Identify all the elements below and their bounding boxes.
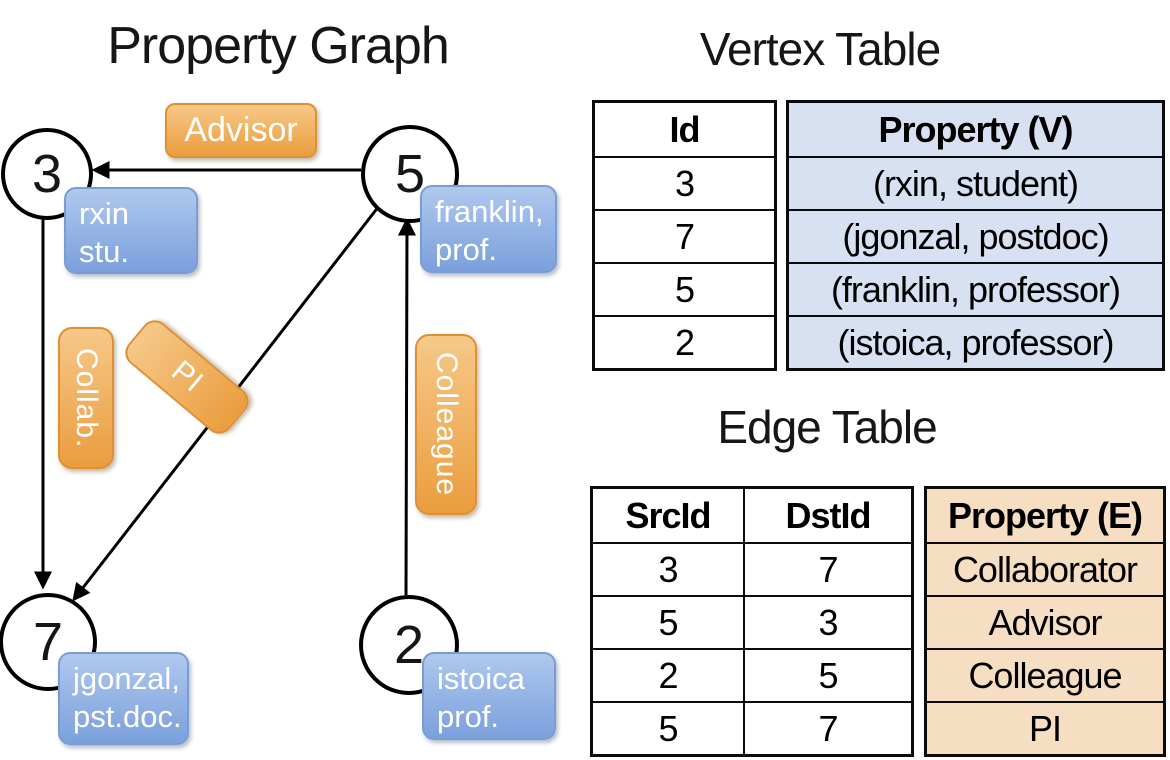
property-box-rxin: rxin stu.	[64, 187, 198, 274]
franklin-line1: franklin,	[435, 194, 544, 229]
table-cell: 3	[593, 542, 743, 595]
edge-table: SrcId DstId 3 7 5 3 2 5 5 7 Property (E)…	[590, 486, 1166, 757]
pi-label-text: PI	[165, 354, 210, 400]
edge-label-advisor: Advisor	[165, 103, 317, 158]
istoica-line1: istoica	[437, 661, 525, 696]
vertex-property-column: Property (V) (rxin, student) (jgonzal, p…	[786, 100, 1165, 371]
istoica-line2: prof.	[437, 699, 500, 734]
franklin-line2: prof.	[435, 232, 498, 267]
rxin-line2: stu.	[79, 234, 129, 269]
vertex-id-column: Id 3 7 5 2	[592, 100, 777, 371]
collab-label-text: Collab.	[70, 347, 103, 449]
node-2-label: 2	[393, 615, 425, 675]
property-box-franklin: franklin, prof.	[420, 185, 557, 273]
table-cell: (jgonzal, postdoc)	[789, 209, 1162, 262]
rxin-line1: rxin	[79, 196, 129, 231]
advisor-label-text: Advisor	[184, 111, 298, 149]
table-cell: 3	[743, 595, 911, 648]
node-3-label: 3	[31, 144, 63, 204]
edge-property-column: Property (E) Collaborator Advisor Collea…	[924, 486, 1166, 757]
table-cell: 5	[593, 595, 743, 648]
table-cell: (istoica, professor)	[789, 315, 1162, 368]
vertex-property-header: Property (V)	[789, 103, 1162, 156]
vertex-table-title: Vertex Table	[699, 23, 941, 75]
edge-dst-header: DstId	[743, 489, 911, 542]
table-cell: 7	[595, 209, 774, 262]
table-cell: 7	[743, 701, 911, 754]
edge-colleague-2-to-5	[397, 217, 416, 596]
jgonzal-line1: jgonzal,	[73, 661, 180, 696]
edge-label-colleague: Colleague	[415, 334, 477, 515]
table-cell: Colleague	[927, 648, 1163, 701]
table-cell: Collaborator	[927, 542, 1163, 595]
table-cell: Advisor	[927, 595, 1163, 648]
property-graph-title: Property Graph	[107, 17, 450, 75]
node-circle-5: 5	[361, 125, 459, 223]
edge-srcdst-columns: SrcId DstId 3 7 5 3 2 5 5 7	[590, 486, 914, 757]
node-circle-2: 2	[359, 595, 459, 695]
table-cell: PI	[927, 701, 1163, 754]
edge-property-header: Property (E)	[927, 489, 1163, 542]
vertex-table: Id 3 7 5 2 Property (V) (rxin, student) …	[592, 100, 1165, 371]
table-cell: (franklin, professor)	[789, 262, 1162, 315]
table-cell: 5	[595, 262, 774, 315]
property-box-jgonzal: jgonzal, pst.doc.	[58, 652, 189, 745]
edge-src-header: SrcId	[625, 494, 711, 536]
table-cell: 5	[593, 701, 743, 754]
table-cell: 5	[743, 648, 911, 701]
property-box-istoica: istoica prof.	[422, 652, 556, 740]
colleague-label-text: Colleague	[430, 352, 463, 497]
table-cell: 3	[595, 156, 774, 209]
vertex-id-header: Id	[669, 108, 701, 150]
table-cell: 2	[595, 315, 774, 368]
jgonzal-line2: pst.doc.	[73, 699, 182, 734]
edge-label-collab: Collab.	[58, 327, 114, 469]
table-cell: 7	[743, 542, 911, 595]
table-cell: (rxin, student)	[789, 156, 1162, 209]
table-cell: 2	[593, 648, 743, 701]
edge-table-title: Edge Table	[717, 401, 937, 453]
